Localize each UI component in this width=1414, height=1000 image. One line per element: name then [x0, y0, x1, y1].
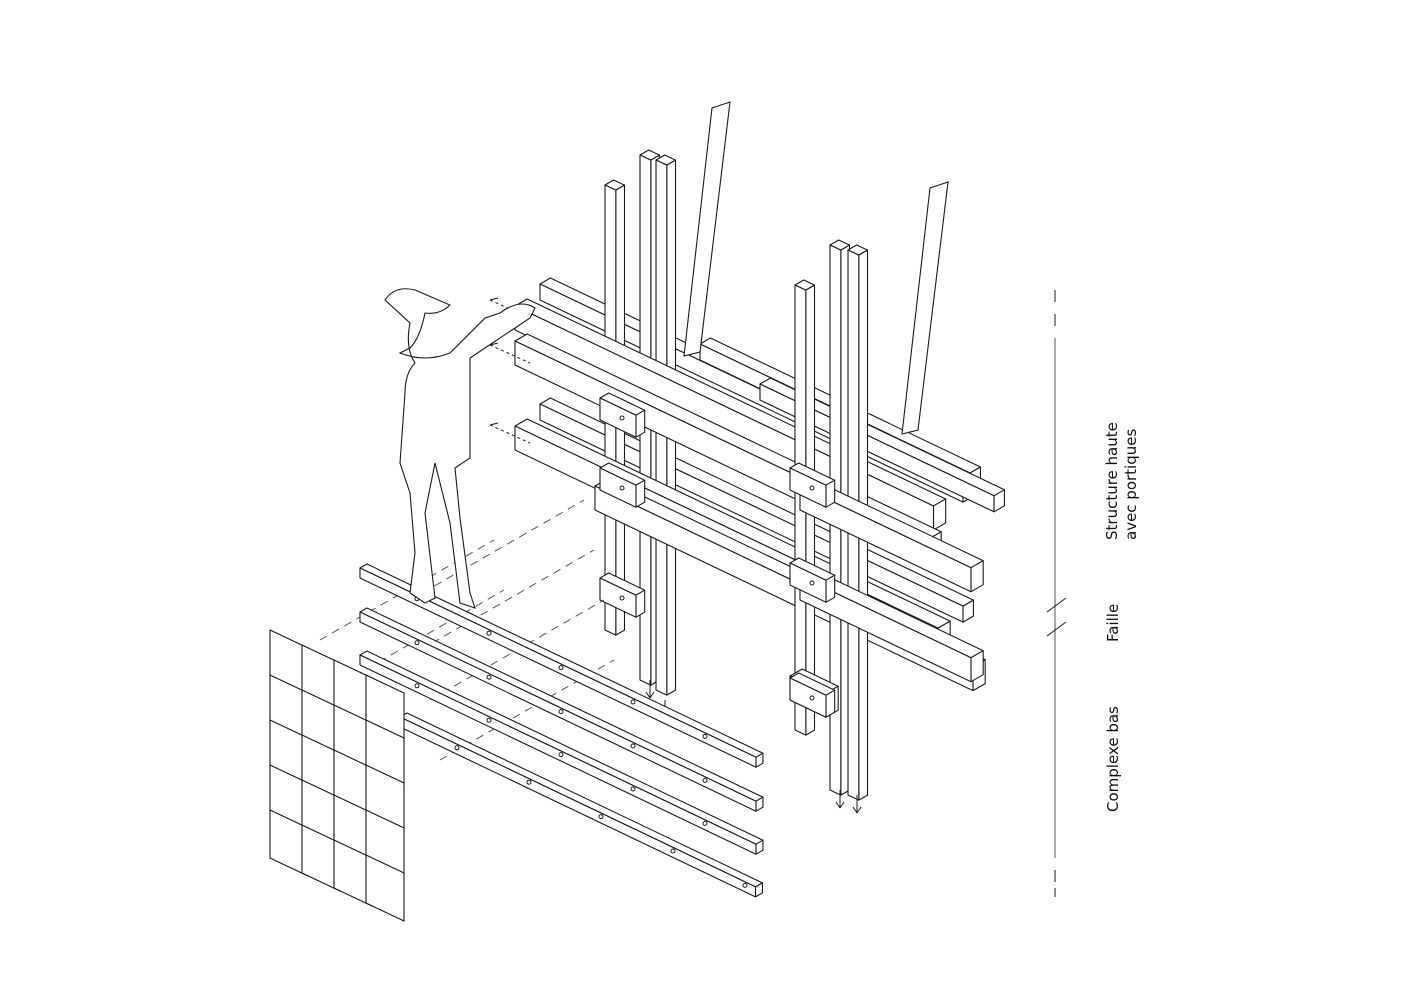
connector-block-front — [789, 562, 827, 603]
rail-top — [359, 607, 764, 802]
guide-line — [409, 499, 585, 601]
connector-block-end — [825, 689, 836, 718]
connector-block-front — [599, 577, 637, 618]
rail-hole — [598, 814, 604, 820]
connector-block-front — [599, 397, 637, 438]
arrow-head — [489, 422, 499, 426]
bolt — [809, 695, 815, 701]
label-structure-haute: Structure haute avec portiques — [1103, 422, 1141, 540]
gap-mark — [1046, 597, 1067, 613]
rail-front — [359, 567, 757, 768]
rail-hole — [414, 683, 420, 689]
arrow-head — [835, 801, 841, 809]
slanted-post — [901, 181, 949, 435]
rail-hole — [670, 848, 676, 854]
label-line: avec portiques — [1122, 428, 1140, 540]
rail-hole — [630, 699, 636, 705]
arrow-head — [489, 342, 499, 346]
rail-hole — [526, 779, 532, 785]
back-beam-front — [759, 383, 995, 513]
rail-hole — [702, 777, 708, 783]
rail-hole — [702, 733, 708, 739]
arrow-head — [852, 806, 858, 814]
bolt — [809, 580, 815, 586]
label-faille: Faille — [1104, 603, 1122, 642]
bolt — [619, 415, 625, 421]
slanted-post — [683, 101, 731, 357]
connector-block-end — [825, 479, 836, 508]
rail-hole — [414, 640, 420, 646]
connector-block-front — [599, 467, 637, 508]
arrow-head — [489, 297, 499, 301]
rail-hole — [486, 630, 492, 636]
rail-hole — [558, 665, 564, 671]
rail-hole — [702, 820, 708, 826]
label-complexe-bas: Complexe bas — [1104, 706, 1122, 812]
rail-hole — [454, 745, 460, 751]
connector-block-front — [789, 467, 827, 508]
rail-hole — [558, 709, 564, 715]
direction-arrow — [489, 424, 531, 444]
connector-block-end — [635, 409, 646, 438]
arrow-head — [645, 691, 651, 699]
bolt — [619, 485, 625, 491]
rail-hole — [742, 882, 748, 888]
rail-hole — [558, 752, 564, 758]
rail-hole — [486, 717, 492, 723]
rail-hole — [486, 674, 492, 680]
arrow-head — [856, 806, 862, 814]
label-line: Structure haute — [1103, 422, 1121, 540]
rail-front — [359, 654, 757, 855]
arrow-head — [649, 691, 655, 699]
rail-top — [359, 650, 764, 845]
bolt — [619, 595, 625, 601]
direction-arrow — [489, 344, 531, 364]
rail-front — [399, 716, 757, 898]
connector-block-end — [635, 479, 646, 508]
connector-block-front — [789, 677, 827, 718]
shingle-tile — [365, 854, 405, 922]
rail-front — [359, 611, 757, 812]
rail-hole — [630, 743, 636, 749]
guide-line — [419, 549, 595, 651]
bolt — [809, 485, 815, 491]
person-figure — [384, 288, 536, 609]
connector-block-end — [825, 574, 836, 603]
gap-mark — [1046, 621, 1067, 637]
rail-hole — [630, 786, 636, 792]
connector-block-end — [635, 589, 646, 618]
arrow-head — [839, 801, 845, 809]
